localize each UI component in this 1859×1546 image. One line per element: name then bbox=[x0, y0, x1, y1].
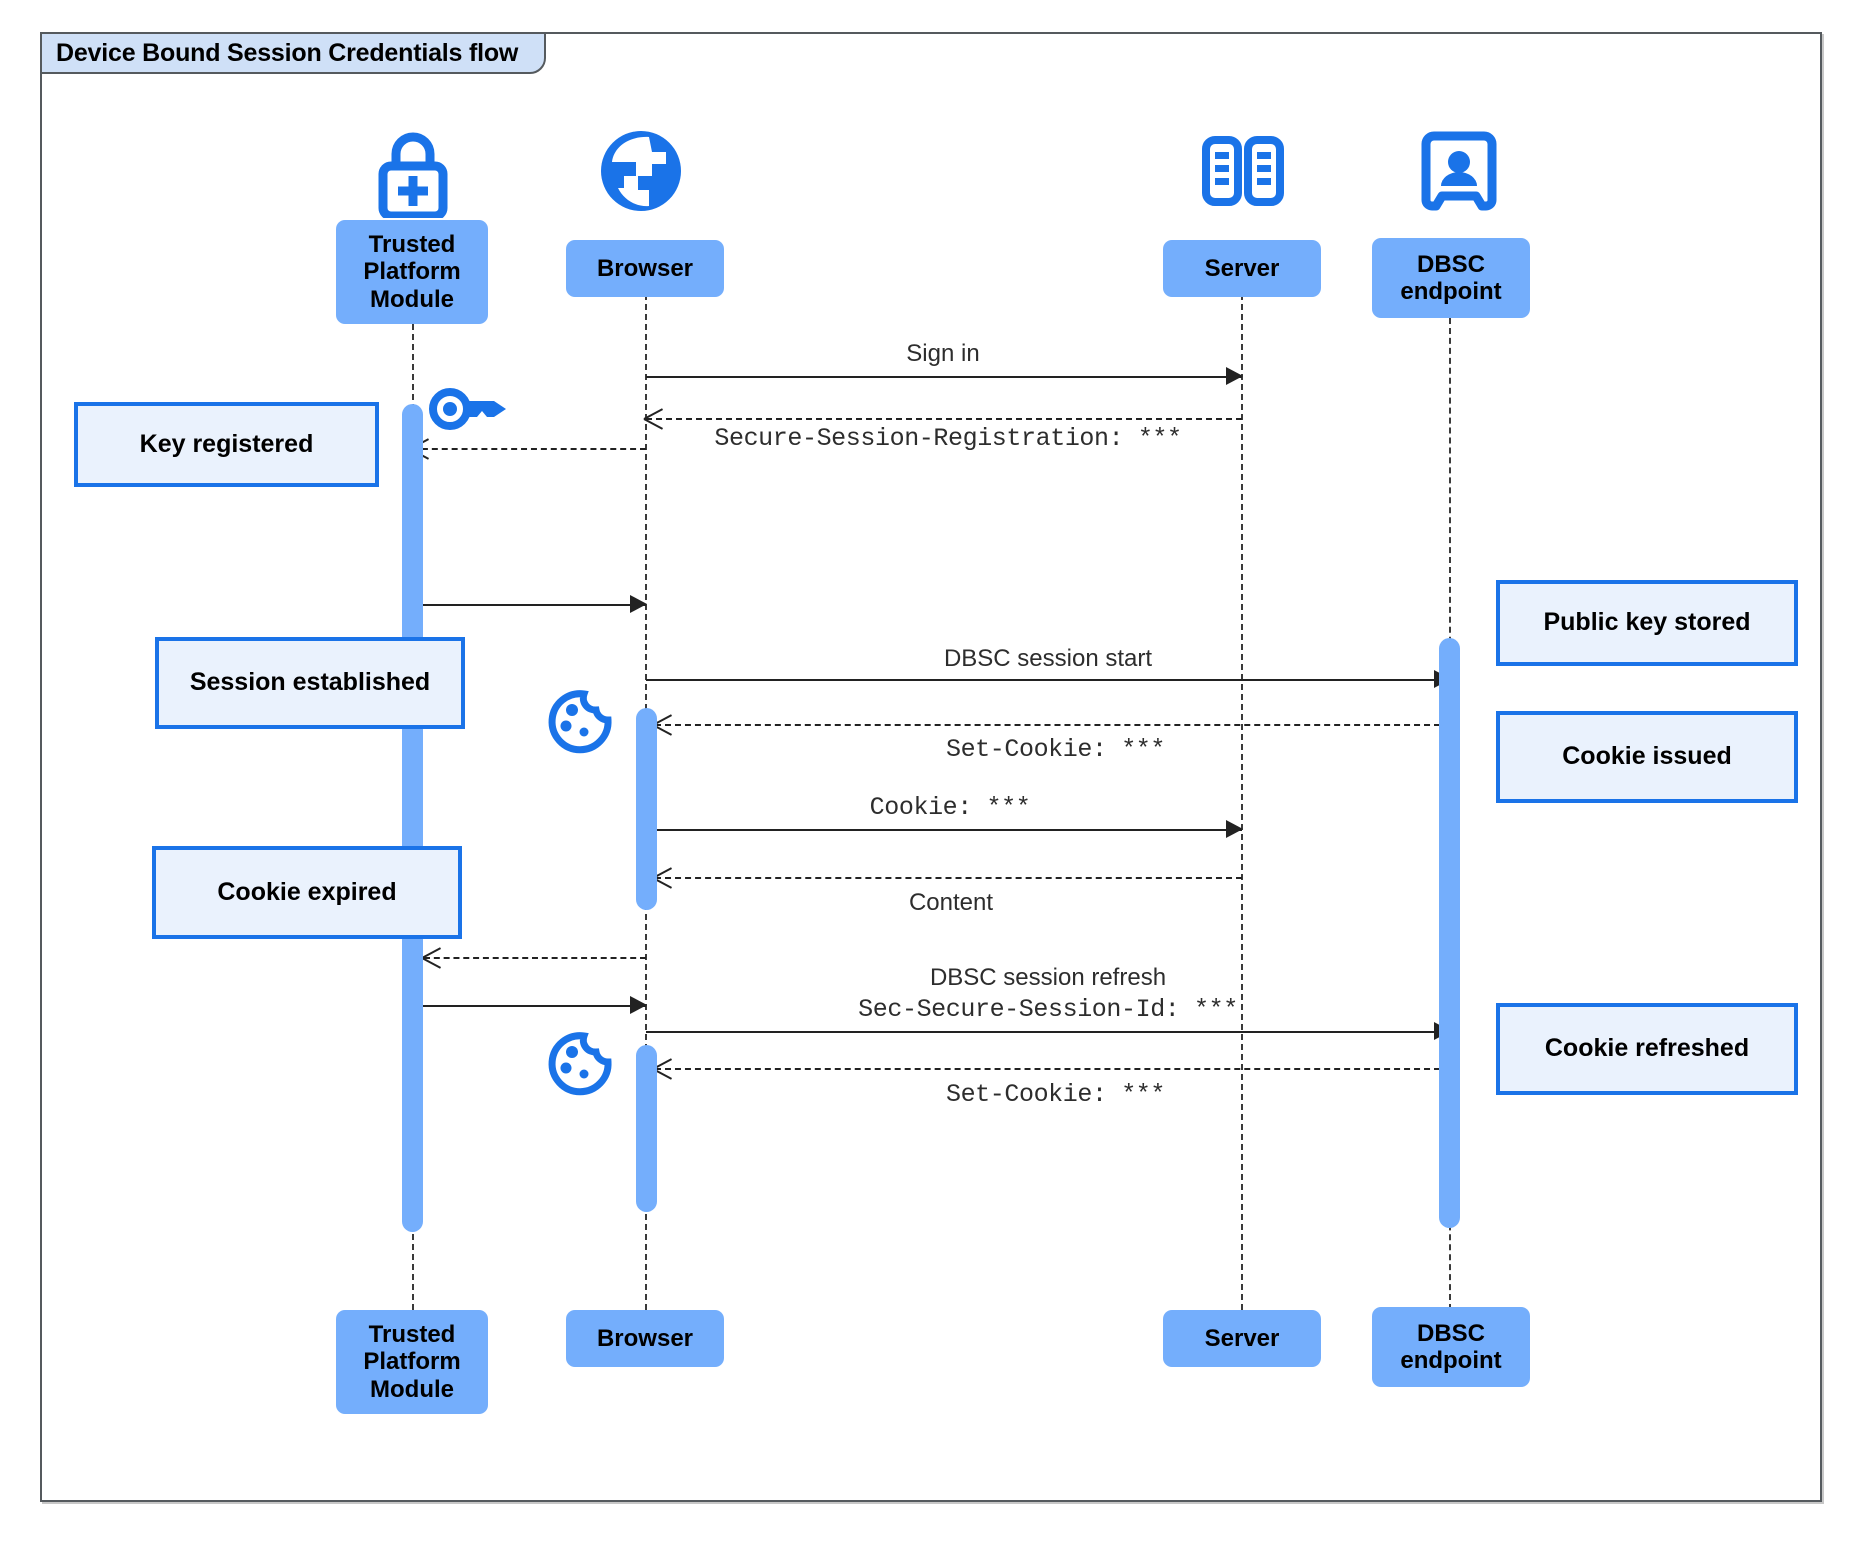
participant-dbsc-bottom[interactable]: DBSC endpoint bbox=[1372, 1307, 1530, 1387]
message-label-sign-in: Sign in bbox=[906, 340, 980, 367]
server-racks-icon bbox=[1196, 124, 1290, 218]
participant-dbsc-top[interactable]: DBSC endpoint bbox=[1372, 238, 1530, 318]
note-public-key-stored: Public key stored bbox=[1496, 580, 1798, 666]
participant-label: Browser bbox=[596, 1324, 694, 1352]
message-label-dbsc-session-start: DBSC session start bbox=[943, 645, 1153, 672]
note-cookie-refreshed: Cookie refreshed bbox=[1496, 1003, 1798, 1095]
note-cookie-issued: Cookie issued bbox=[1496, 711, 1798, 803]
cookie-icon bbox=[544, 688, 614, 756]
note-session-established: Session established bbox=[155, 637, 465, 729]
participant-label: Trusted Platform Module bbox=[363, 230, 461, 313]
activation-bar-dbsc bbox=[1439, 638, 1460, 1228]
message-label-set-cookie-2: Set-Cookie: *** bbox=[945, 1080, 1166, 1109]
participant-label: DBSC endpoint bbox=[1400, 250, 1502, 305]
activation-bar-browser-2 bbox=[636, 1045, 657, 1212]
note-label: Public key stored bbox=[1543, 608, 1751, 637]
activation-bar-tpm bbox=[402, 404, 423, 1232]
globe-icon bbox=[594, 124, 688, 218]
note-label: Session established bbox=[189, 668, 431, 697]
participant-browser-bottom[interactable]: Browser bbox=[566, 1310, 724, 1367]
message-label-secure-session-registration: Secure-Session-Registration: *** bbox=[714, 424, 1182, 453]
participant-server-top[interactable]: Server bbox=[1163, 240, 1321, 297]
participant-tpm-top[interactable]: Trusted Platform Module bbox=[336, 220, 488, 324]
message-label-content: Content bbox=[908, 889, 994, 916]
participant-label: Server bbox=[1204, 1324, 1280, 1352]
participant-label: Server bbox=[1204, 254, 1280, 282]
note-key-registered: Key registered bbox=[74, 402, 379, 487]
message-label-dbsc-session-refresh: DBSC session refresh bbox=[929, 964, 1167, 991]
participant-label: Trusted Platform Module bbox=[363, 1320, 461, 1403]
message-label-cookie: Cookie: *** bbox=[869, 793, 1031, 822]
lock-plus-icon bbox=[366, 124, 460, 221]
note-label: Key registered bbox=[139, 429, 314, 458]
frame-title-tab: Device Bound Session Credentials flow bbox=[40, 32, 546, 74]
lifeline-server bbox=[1241, 284, 1243, 1310]
message-label-set-cookie-1: Set-Cookie: *** bbox=[945, 735, 1166, 764]
participant-server-bottom[interactable]: Server bbox=[1163, 1310, 1321, 1367]
activation-bar-browser-1 bbox=[636, 708, 657, 910]
participant-tpm-bottom[interactable]: Trusted Platform Module bbox=[336, 1310, 488, 1414]
participant-label: DBSC endpoint bbox=[1400, 1319, 1502, 1374]
id-badge-icon bbox=[1412, 124, 1506, 218]
page-title: Device Bound Session Credentials flow bbox=[56, 38, 519, 67]
message-label-sec-secure-session-id: Sec-Secure-Session-Id: *** bbox=[858, 995, 1238, 1024]
note-label: Cookie refreshed bbox=[1544, 1034, 1750, 1063]
participant-label: Browser bbox=[596, 254, 694, 282]
cookie-icon bbox=[544, 1030, 614, 1098]
note-label: Cookie issued bbox=[1562, 742, 1732, 771]
note-cookie-expired: Cookie expired bbox=[152, 846, 462, 939]
note-label: Cookie expired bbox=[217, 877, 397, 906]
key-icon bbox=[428, 382, 512, 436]
participant-browser-top[interactable]: Browser bbox=[566, 240, 724, 297]
